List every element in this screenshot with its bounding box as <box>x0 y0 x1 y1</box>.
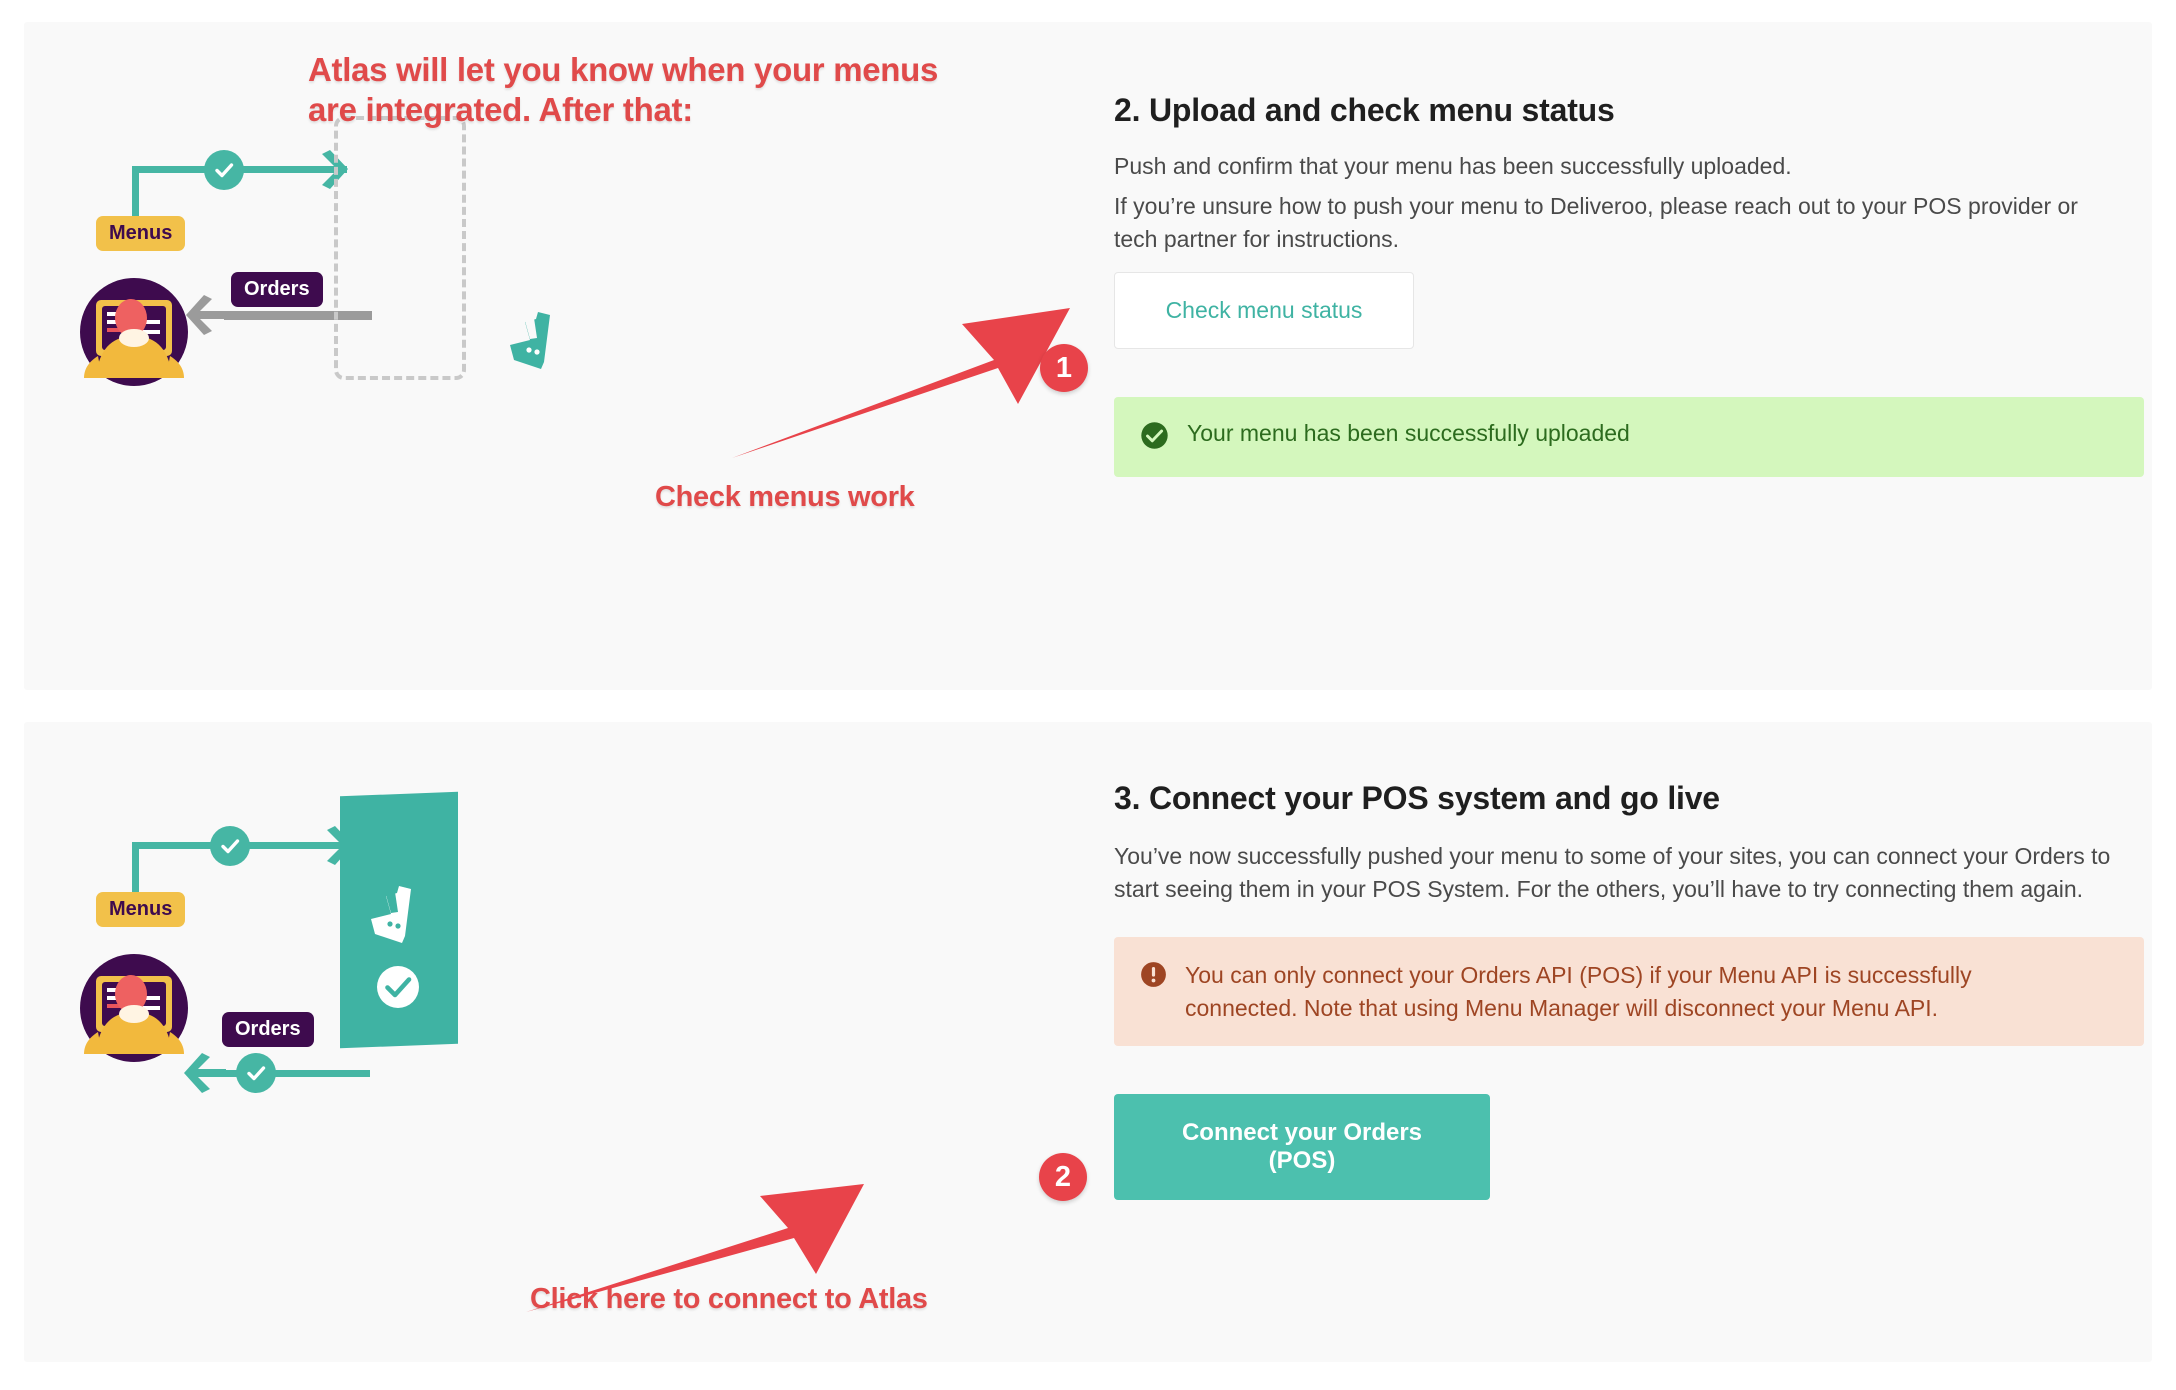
diagram-dashed-panel <box>334 116 466 380</box>
annotation-number-2: 2 <box>1039 1153 1087 1201</box>
warning-banner-text: You can only connect your Orders API (PO… <box>1185 962 1972 1021</box>
red-arrow-to-check-menu-status <box>732 308 1070 458</box>
diagram-arrowhead-left-2 <box>184 1053 226 1093</box>
annotation-atlas-note: Atlas will let you know when your menus … <box>308 51 939 129</box>
step-3-illustration: Menus Orders <box>24 722 1084 1362</box>
warning-exclamation-icon <box>1140 961 1167 993</box>
annotation-click-to-connect: Click here to connect to Atlas <box>530 1283 928 1315</box>
badge-menus-2: Menus <box>96 892 186 927</box>
step-2-paragraph-2: If you’re unsure how to push your menu t… <box>1114 193 2078 252</box>
menu-api-warning-banner: You can only connect your Orders API (PO… <box>1114 937 2144 1047</box>
badge-menus: Menus <box>96 216 186 251</box>
step-3-title: 3. Connect your POS system and go live <box>1114 780 1720 816</box>
check-menu-status-button[interactable]: Check menu status <box>1114 272 1414 349</box>
badge-orders-label: Orders <box>244 278 310 300</box>
diagram-arrowhead-left <box>186 295 228 335</box>
step-2-paragraph-1: Push and confirm that your menu has been… <box>1114 153 1792 179</box>
step-2-illustration: Menus Orders <box>24 22 1084 690</box>
badge-menus-label: Menus <box>109 222 173 244</box>
person-at-computer-illustration <box>80 278 188 386</box>
step-3-card: Menus Orders <box>24 722 2152 1362</box>
success-banner-text: Your menu has been successfully uploaded <box>1187 420 1630 446</box>
menu-upload-success-banner: Your menu has been successfully uploaded <box>1114 397 2144 477</box>
step-2-title: 2. Upload and check menu status <box>1114 92 1615 128</box>
badge-orders-label-2: Orders <box>235 1018 301 1040</box>
panel-check-icon <box>377 966 419 1008</box>
diagram-check-icon-orders <box>236 1053 276 1093</box>
diagram-check-icon-menus-2 <box>210 826 250 866</box>
step-2-card: Menus Orders <box>24 22 2152 690</box>
deliveroo-kangaroo-logo-2 <box>371 886 411 943</box>
red-arrow-to-connect-orders <box>526 1184 864 1312</box>
diagram-line-return-2 <box>220 1070 370 1077</box>
diagram-line-vertical <box>132 172 139 242</box>
success-check-icon <box>1140 421 1169 455</box>
badge-orders: Orders <box>231 272 323 307</box>
diagram-line-return <box>224 311 372 320</box>
connect-orders-pos-button[interactable]: Connect your Orders (POS) <box>1114 1094 1490 1200</box>
annotation-check-menus-work: Check menus work <box>655 481 915 513</box>
person-at-computer-illustration-2 <box>80 954 188 1062</box>
diagram-line-vertical-2 <box>132 848 139 918</box>
badge-orders-2: Orders <box>222 1012 314 1047</box>
annotation-number-1: 1 <box>1040 344 1088 392</box>
diagram-check-icon-menus <box>204 150 244 190</box>
step-3-paragraph-1: You’ve now successfully pushed your menu… <box>1114 843 2111 902</box>
deliveroo-kangaroo-logo <box>510 312 550 369</box>
badge-menus-label-2: Menus <box>109 898 173 920</box>
